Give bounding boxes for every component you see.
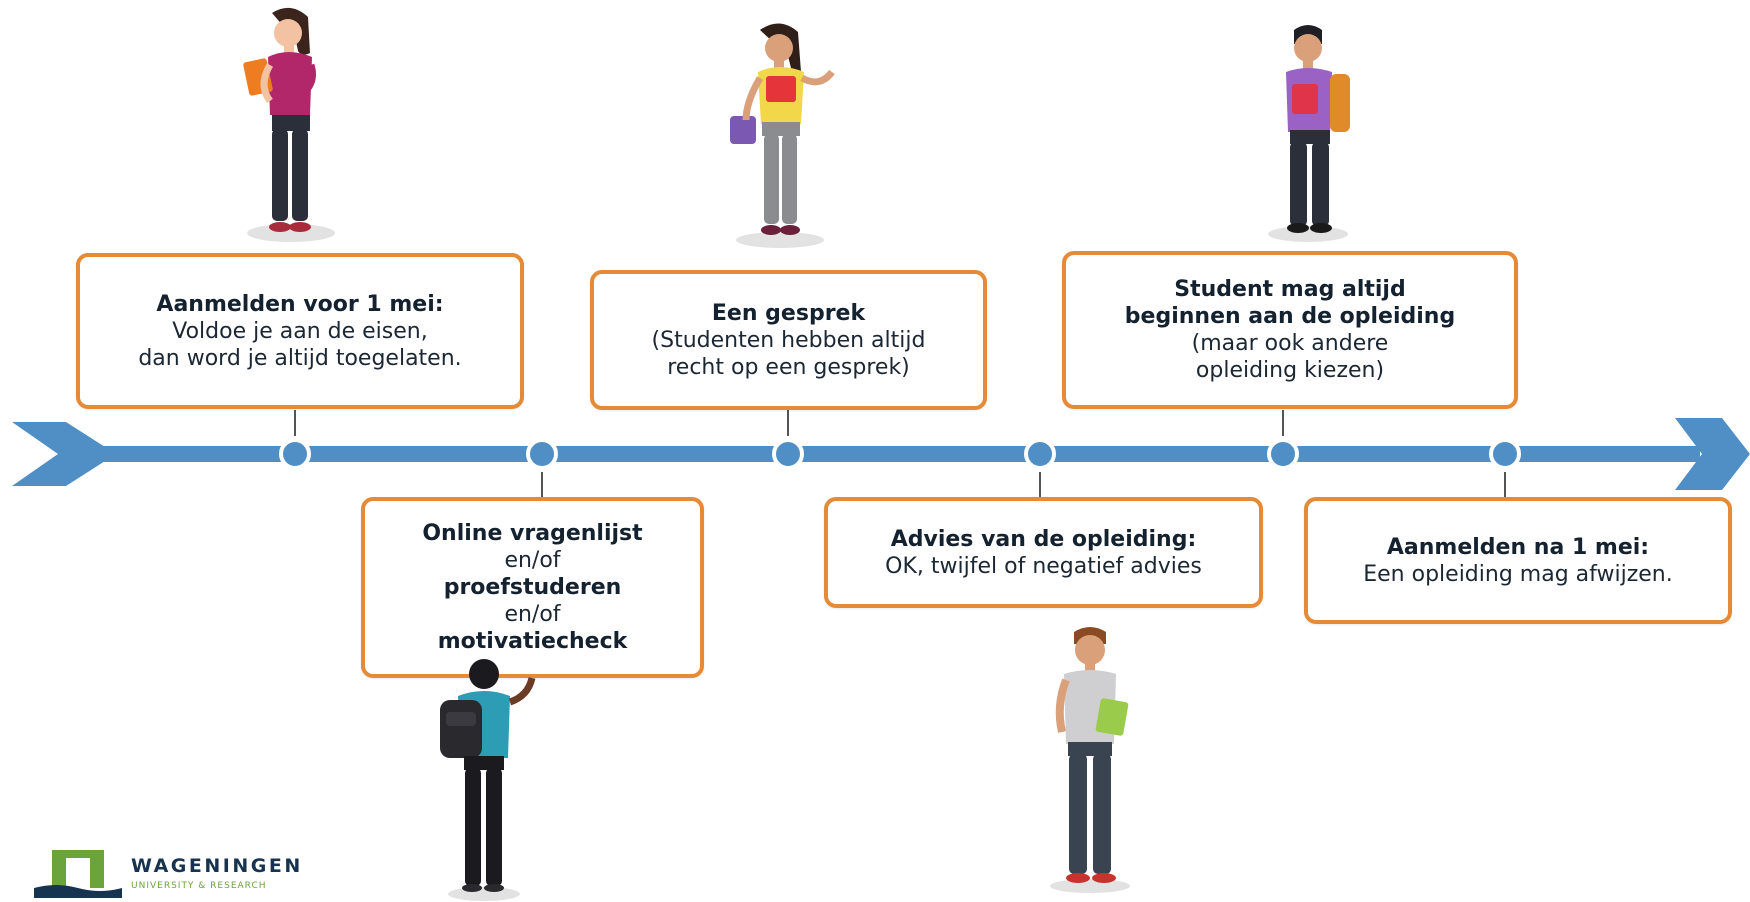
step-box-line: Voldoe je aan de eisen,: [172, 318, 428, 344]
student-with-backpack-back-view-illustration: [440, 659, 536, 901]
step-box-line: Online vragenlijst: [422, 521, 643, 546]
step-box-line: Student mag altijd: [1174, 277, 1406, 302]
step-box-line: Aanmelden voor 1 mei:: [156, 291, 444, 317]
timeline-marker-3: [772, 438, 804, 470]
timeline-marker-6: [1489, 438, 1521, 470]
step-box-line: Aanmelden na 1 mei:: [1386, 534, 1650, 560]
step-box-1: Aanmelden voor 1 mei: Voldoe je aan de e…: [76, 253, 524, 409]
step-box-line: Advies van de opleiding:: [890, 526, 1197, 552]
logo-name: WAGENINGEN: [131, 855, 303, 877]
step-box-2: Online vragenlijst en/of proefstuderen e…: [361, 497, 704, 678]
step-box-4: Advies van de opleiding: OK, twijfel of …: [824, 497, 1263, 608]
step-box-line: dan word je altijd toegelaten.: [138, 345, 462, 371]
student-woman-with-bag-illustration: [730, 23, 835, 248]
timeline-marker-4: [1024, 438, 1056, 470]
step-box-line: (Studenten hebben altijd: [651, 327, 926, 353]
step-box-line: opleiding kiezen): [1195, 358, 1385, 383]
step-box-line: (maar ook andere: [1191, 331, 1389, 356]
logo-subtitle: UNIVERSITY & RESEARCH: [131, 881, 267, 891]
timeline-marker-5: [1267, 438, 1299, 470]
step-box-line: OK, twijfel of negatief advies: [885, 553, 1202, 579]
student-man-with-notebook-illustration: [1050, 627, 1130, 893]
step-box-3: Een gesprek (Studenten hebben altijd rec…: [590, 270, 987, 410]
wageningen-logo-mark: [34, 850, 122, 898]
timeline-line: [100, 446, 1700, 462]
timeline-markers: [279, 438, 1521, 470]
step-box-line: en/of: [504, 548, 561, 573]
timeline-marker-1: [279, 438, 311, 470]
timeline-marker-2: [526, 438, 558, 470]
step-box-line: beginnen aan de opleiding: [1124, 304, 1456, 329]
step-box-line: recht op een gesprek): [667, 354, 910, 380]
timeline-start-chevron: [12, 422, 116, 486]
step-box-6: Aanmelden na 1 mei: Een opleiding mag af…: [1304, 497, 1732, 624]
student-woman-with-book-illustration: [243, 7, 335, 242]
step-box-line: Een opleiding mag afwijzen.: [1363, 561, 1673, 587]
step-box-5: Student mag altijd beginnen aan de oplei…: [1062, 251, 1518, 409]
step-box-line: motivatiecheck: [437, 629, 628, 654]
step-box-line: en/of: [504, 602, 561, 627]
step-box-line: proefstuderen: [443, 575, 622, 600]
timeline-end-arrowhead: [1675, 418, 1750, 490]
step-box-line: Een gesprek: [711, 300, 866, 326]
student-man-with-backpack-illustration: [1268, 25, 1350, 242]
